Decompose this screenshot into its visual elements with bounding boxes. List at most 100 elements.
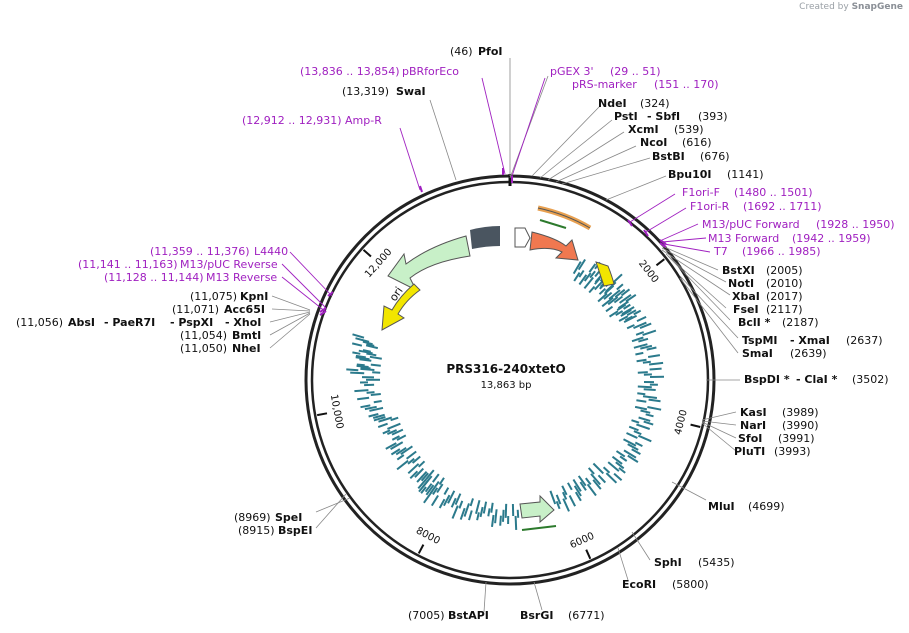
feature-segment (370, 393, 381, 396)
primer-m13-fwd-range: (1942 .. 1959) (792, 232, 871, 245)
site-bstxi: BstXI (722, 264, 755, 277)
feature-segment (420, 472, 429, 482)
tick-mark (585, 549, 592, 560)
feature-segment (360, 367, 375, 371)
feature-segment (423, 490, 433, 504)
site-ecori: EcoRI (622, 578, 656, 591)
site-bpu10i-pos: (1141) (727, 168, 764, 181)
feature-segment (354, 389, 369, 393)
primer-m13puc-fwd: M13/pUC Forward (702, 218, 800, 231)
feature-segment (555, 500, 561, 510)
feature-segment (605, 305, 614, 313)
feature-segment (573, 485, 582, 497)
feature-segment (573, 272, 581, 282)
feature-segment (615, 310, 624, 317)
feature-segment (360, 404, 371, 409)
feature-segment (431, 473, 440, 483)
feature-segment (429, 481, 440, 494)
site-noti: NotI (728, 277, 754, 290)
site-sphi-pos: (5435) (698, 556, 735, 569)
feature-segment (636, 358, 647, 363)
feature-segment (628, 425, 639, 432)
feature-green-bottom (519, 494, 555, 524)
feature-segment (579, 481, 587, 491)
feature-segment (469, 498, 474, 507)
feature-segment (633, 309, 642, 316)
feature-segment (613, 295, 624, 304)
site-nhei-pos: (11,050) (180, 342, 227, 355)
feature-white-arrow (514, 227, 531, 248)
feature-segment (577, 258, 586, 271)
feature-segment (378, 416, 393, 423)
feature-segment (613, 472, 623, 482)
feature-segment (636, 399, 647, 403)
site-swai: SwaI (396, 85, 426, 98)
primer-m13puc-rev: M13/pUC Reverse (180, 258, 278, 271)
feature-segment (648, 398, 661, 403)
site-bstapi: BstAPI (448, 609, 489, 622)
site-bcli: BclI * (738, 316, 771, 329)
site-noti-pos: (2010) (766, 277, 803, 290)
site-mlui-pos: (4699) (748, 500, 785, 513)
feature-segment (615, 461, 625, 470)
site-bstbi-pos: (676) (700, 150, 730, 163)
feature-segment (633, 321, 647, 330)
feature-segment (638, 416, 651, 422)
feature-segment (594, 277, 601, 285)
feature-segment (387, 422, 401, 430)
feature-ori (381, 283, 421, 331)
feature-segment (646, 346, 657, 351)
feature-segment (639, 322, 652, 330)
site-bspdi: BspDI * (744, 373, 790, 386)
site-bcli-pos: (2187) (782, 316, 819, 329)
tick-label: 10,000 (328, 393, 345, 429)
feature-segment (636, 315, 647, 323)
feature-segment (499, 515, 502, 526)
feature-segment (623, 303, 631, 310)
primer-m13-rev: M13 Reverse (206, 271, 277, 284)
site-sphi: SphI (654, 556, 682, 569)
site-ndei-pos: (324) (640, 97, 670, 110)
site-mlui: MluI (708, 500, 735, 513)
feature-segment (625, 293, 637, 303)
feature-segment (616, 303, 627, 311)
feature-segment (459, 507, 466, 520)
primer-f1orir-range: (1692 .. 1711) (743, 200, 822, 213)
feature-segment (357, 396, 370, 401)
feature-segment (561, 485, 568, 496)
feature-segment (611, 455, 623, 465)
feature-segment (372, 413, 385, 419)
site-absi: AbsI (68, 316, 95, 329)
feature-segment (637, 392, 646, 396)
site-kasi: KasI (740, 406, 767, 419)
feature-segment (352, 351, 361, 355)
feature-segment (635, 351, 644, 356)
tick-mark (316, 412, 328, 417)
labels: (46) PfoI (13,836 .. 13,854) pBRforEco p… (16, 45, 895, 622)
site-ncoi-pos: (616) (682, 136, 712, 149)
tick-mark (690, 423, 701, 428)
tick-mark (362, 249, 372, 258)
feature-segment (640, 409, 651, 414)
site-bspdi-extra: - ClaI * (796, 373, 838, 386)
feature-segment (603, 291, 613, 300)
primer-l4440: L4440 (254, 245, 288, 258)
feature-segment (450, 497, 457, 508)
feature-segment (377, 422, 388, 429)
site-absi-pos: (11,056) (16, 316, 63, 329)
site-tspmi-pos: (2637) (846, 334, 883, 347)
site-bsrgi-pos: (6771) (568, 609, 605, 622)
feature-segment (619, 455, 628, 462)
feature-segment (623, 314, 638, 323)
feature-segment (400, 445, 413, 456)
feature-segment (370, 363, 381, 367)
feature-segment (607, 461, 620, 472)
feature-segment (390, 448, 401, 456)
feature-segment (637, 385, 652, 389)
site-bspei-pos: (8915) (238, 524, 275, 537)
feature-segment (634, 441, 643, 447)
feature-segment (396, 454, 405, 461)
feature-segment (638, 434, 652, 443)
site-spei: SpeI (275, 511, 302, 524)
tick-label: 6000 (568, 531, 596, 551)
